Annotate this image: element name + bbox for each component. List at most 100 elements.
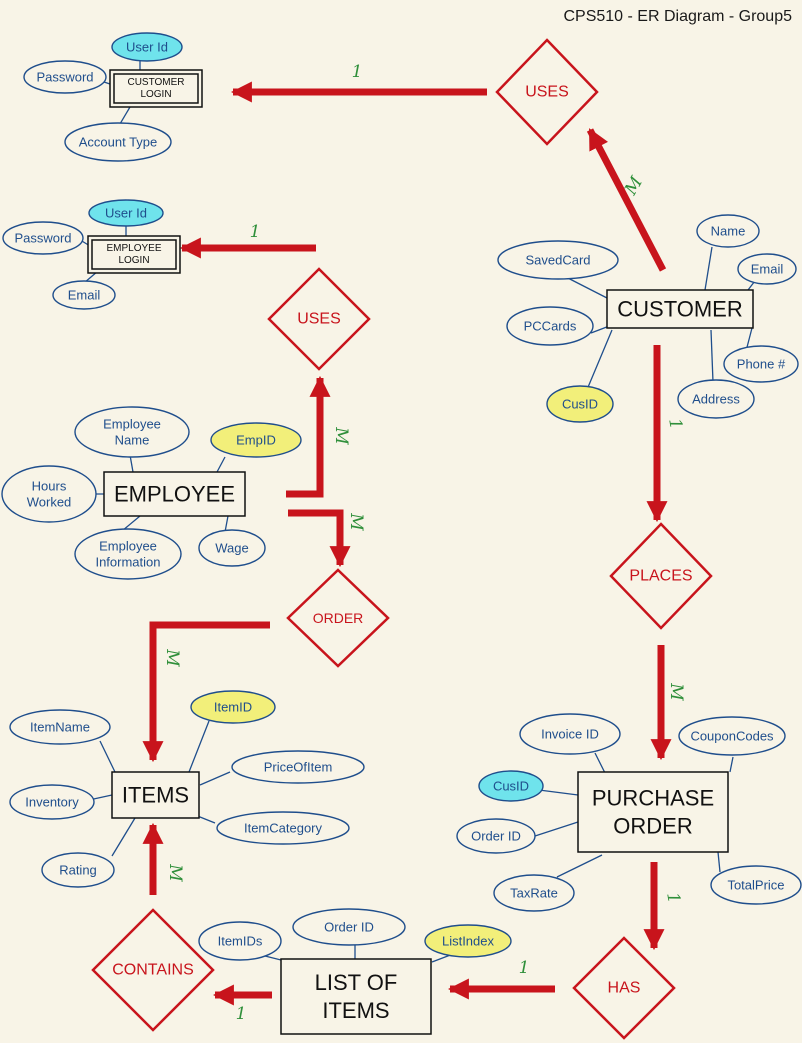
attribute-c-name: Name [696, 214, 760, 248]
attribute-cl-account-type-shape [64, 122, 172, 162]
attribute-i-inventory: Inventory [9, 784, 95, 820]
attribute-c-saved-card-shape [497, 240, 619, 280]
attribute-l-listindex: ListIndex [424, 924, 512, 958]
attribute-i-price-text: PriceOfItem [264, 760, 333, 775]
attribute-c-name-text: Name [711, 224, 746, 239]
attribute-c-email-shape [737, 253, 797, 285]
entity-customer-login-box [109, 69, 203, 108]
attribute-l-listindex-shape [424, 924, 512, 958]
cardinality-c-uses-cl: 1 [352, 62, 363, 82]
attribute-el-password: Password [2, 221, 84, 255]
attribute-e-wage-shape [198, 529, 266, 567]
attribute-i-itemname: ItemName [9, 709, 111, 745]
attribute-po-orderid-text: Order ID [471, 829, 521, 844]
relationship-order-shape [286, 568, 390, 668]
attribute-i-category-shape [216, 811, 350, 845]
attribute-po-cusid-shape [478, 770, 544, 802]
attribute-connector [729, 756, 734, 773]
attribute-po-invoice-text: Invoice ID [541, 727, 599, 742]
attribute-c-phone-shape [723, 345, 799, 383]
attribute-e-name-text: Employee [103, 417, 161, 432]
attribute-po-totalprice: TotalPrice [710, 865, 802, 905]
attribute-c-phone-text: Phone # [737, 357, 786, 372]
entity-items: ITEMS [111, 771, 200, 819]
attribute-i-price: PriceOfItem [231, 750, 365, 784]
attribute-cl-user-id: User Id [111, 32, 183, 62]
attribute-c-phone: Phone # [723, 345, 799, 383]
relationship-uses-employee-text: USES [297, 311, 341, 328]
relationship-uses-customer-shape [495, 38, 599, 146]
attribute-cl-password-shape [23, 60, 107, 94]
attribute-l-orderid: Order ID [292, 908, 406, 946]
attribute-i-itemid-text: ItemID [214, 700, 252, 715]
attribute-el-user-id-shape [88, 199, 164, 227]
attribute-l-listindex-text: ListIndex [442, 934, 495, 949]
attribute-cl-password-text: Password [36, 70, 93, 85]
cardinality-order-items-m: M [162, 648, 182, 667]
attribute-po-taxrate-shape [493, 874, 575, 912]
attribute-el-email-text: Email [68, 288, 101, 303]
entity-employee-box [103, 471, 246, 517]
attribute-po-orderid-shape [456, 818, 536, 854]
relationship-uses-customer: USES [495, 38, 599, 146]
cardinality-po-has-1: 1 [662, 891, 684, 905]
entity-customer-login-text: CUSTOMER [127, 77, 184, 88]
cardinality-e-uses-m: M [331, 426, 351, 445]
attribute-e-wage: Wage [198, 529, 266, 567]
entity-list-of-items-box [280, 958, 432, 1035]
cardinality-e-order-m: M [346, 512, 366, 531]
attribute-i-category-text: ItemCategory [244, 821, 323, 836]
entity-customer-text: CUSTOMER [617, 297, 743, 322]
employee-to-order-arrow [288, 509, 351, 568]
attribute-e-name-text: Name [115, 433, 150, 448]
attribute-i-itemname-shape [9, 709, 111, 745]
entity-customer-login-inner-box [113, 73, 199, 104]
attribute-connector [704, 246, 713, 291]
attribute-po-coupon: CouponCodes [678, 716, 786, 756]
attribute-i-price-shape [231, 750, 365, 784]
employee-to-uses-arrow [286, 375, 331, 498]
relationship-order: ORDER [286, 568, 390, 668]
entity-employee: EMPLOYEE [103, 471, 246, 517]
attribute-e-info-shape [74, 528, 182, 580]
attribute-i-category: ItemCategory [216, 811, 350, 845]
attribute-connector [556, 854, 603, 878]
relationship-places-text: PLACES [629, 568, 692, 585]
attribute-po-cusid: CusID [478, 770, 544, 802]
attribute-el-user-id: User Id [88, 199, 164, 227]
attribute-e-name-shape [74, 406, 190, 458]
page-title: CPS510 - ER Diagram - Group5 [563, 8, 792, 25]
attribute-connector [216, 456, 226, 473]
entity-purchase-order-box [577, 771, 729, 853]
attribute-connector [710, 329, 714, 383]
attribute-connector [188, 720, 210, 773]
attribute-i-itemid: ItemID [190, 690, 276, 724]
relationship-contains-shape [91, 908, 215, 1032]
relationship-contains-text: CONTAINS [112, 962, 193, 979]
attribute-connector [224, 515, 229, 533]
cardinality-c-places-1: 1 [664, 417, 686, 431]
attribute-i-rating-text: Rating [59, 863, 97, 878]
entity-customer-box [606, 289, 754, 329]
attribute-c-address-text: Address [692, 392, 740, 407]
attribute-e-info-text: Employee [99, 539, 157, 554]
attribute-i-inventory-text: Inventory [25, 795, 79, 810]
attribute-c-saved-card: SavedCard [497, 240, 619, 280]
attribute-c-name-shape [696, 214, 760, 248]
attribute-i-itemid-shape [190, 690, 276, 724]
entity-purchase-order-text: ORDER [613, 814, 692, 839]
attribute-c-pccards: PCCards [506, 306, 594, 346]
entity-employee-login-text: EMPLOYEE [106, 243, 161, 254]
attribute-e-info-text: Information [95, 555, 160, 570]
attribute-po-totalprice-shape [710, 865, 802, 905]
attribute-cl-account-type-text: Account Type [79, 135, 158, 150]
attribute-l-itemids-text: ItemIDs [218, 934, 263, 949]
attribute-el-email-shape [52, 280, 116, 310]
entity-items-box [111, 771, 200, 819]
relationship-has: HAS [572, 936, 676, 1040]
customer-to-uses-arrow [586, 128, 667, 272]
attribute-i-rating-shape [41, 852, 115, 888]
attribute-c-email-text: Email [751, 262, 784, 277]
